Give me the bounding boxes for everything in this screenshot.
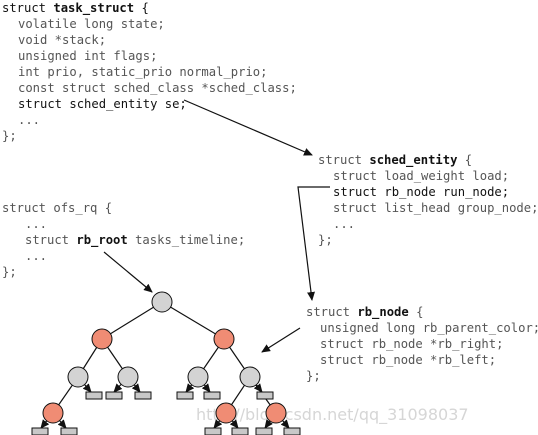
ofs-rq-block: struct ofs_rq { ... struct rb_root tasks…	[2, 201, 245, 279]
rb-node-name: rb_node	[357, 305, 408, 320]
tree-node-black	[239, 366, 261, 388]
rb-node-header: struct rb_node {	[306, 305, 423, 320]
task-struct-field: const struct sched_class *sched_class;	[18, 81, 297, 95]
rb-node-field: struct rb_node *rb_left;	[320, 353, 496, 367]
rb-node-close: };	[306, 369, 321, 383]
rb-node-field: unsigned long rb_parent_color;	[320, 321, 538, 335]
watermark: http://blog.csdn.net/qq_31098037	[196, 405, 469, 425]
task-struct-field: void *stack;	[18, 33, 106, 47]
ofs-rq-ellipsis: ...	[25, 217, 47, 231]
tree-node-red	[91, 328, 113, 350]
tree-node-red	[42, 402, 64, 424]
rb-tree-nil-leaves	[31, 391, 301, 435]
nil-leaf	[60, 427, 78, 435]
tree-node-black	[67, 366, 89, 388]
rb-tree-nodes	[42, 291, 287, 424]
nil-leaf	[134, 391, 152, 400]
task-struct-header: struct task_struct {	[2, 1, 149, 16]
rb-node-block: struct rb_node { unsigned long rb_parent…	[306, 305, 538, 383]
tree-edge	[101, 301, 163, 340]
tree-node-red	[213, 328, 235, 350]
nil-leaf	[203, 391, 221, 400]
nil-leaf	[255, 427, 273, 435]
task-struct-block: struct task_struct { volatile long state…	[2, 1, 297, 143]
nil-leaf	[283, 427, 301, 435]
task-struct-se-field: struct sched_entity se;	[18, 97, 187, 111]
tree-edge	[161, 301, 225, 340]
tree-node-black	[117, 366, 139, 388]
nil-leaf	[31, 427, 49, 435]
task-struct-ellipsis: ...	[18, 113, 40, 127]
nil-leaf	[105, 391, 123, 400]
ofs-rq-header: struct ofs_rq {	[2, 201, 112, 215]
task-struct-field: volatile long state;	[18, 17, 165, 31]
rb-root-to-tree-arrow	[103, 251, 153, 293]
task-struct-close: };	[2, 129, 17, 143]
nil-leaf	[231, 427, 249, 435]
sched-entity-name: sched_entity	[369, 153, 457, 168]
rb-node-field: struct rb_node *rb_right;	[320, 337, 503, 351]
tree-node-red	[215, 402, 237, 424]
ofs-rq-close: };	[2, 265, 17, 279]
nil-leaf	[176, 391, 194, 400]
se-to-sched-entity-arrow	[183, 99, 313, 156]
sched-entity-field: struct list_head group_node;	[333, 201, 538, 215]
task-struct-name: task_struct	[53, 1, 134, 16]
tree-node-black	[187, 366, 209, 388]
ofs-rq-tasks-timeline-field: struct rb_root tasks_timeline;	[25, 233, 245, 248]
sched-entity-close: };	[318, 233, 333, 247]
nil-leaf	[256, 391, 274, 400]
sched-entity-header: struct sched_entity {	[318, 153, 472, 168]
rb-root-type: rb_root	[76, 233, 127, 248]
sched-entity-run-node-field: struct rb_node run_node;	[333, 185, 509, 199]
sched-entity-ellipsis: ...	[333, 217, 355, 231]
run-node-to-rb-node-arrow	[297, 186, 330, 301]
task-struct-field: int prio, static_prio normal_prio;	[18, 65, 267, 79]
sched-entity-field: struct load_weight load;	[333, 169, 509, 183]
nil-leaf	[85, 391, 103, 400]
nil-leaf	[204, 427, 222, 435]
ofs-rq-ellipsis: ...	[25, 249, 47, 263]
sched-entity-block: struct sched_entity { struct load_weight…	[318, 153, 538, 247]
tree-node-black	[151, 291, 173, 313]
tree-node-red	[265, 402, 287, 424]
task-struct-field: unsigned int flags;	[18, 49, 157, 63]
rb-node-to-tree-arrow	[261, 327, 301, 353]
